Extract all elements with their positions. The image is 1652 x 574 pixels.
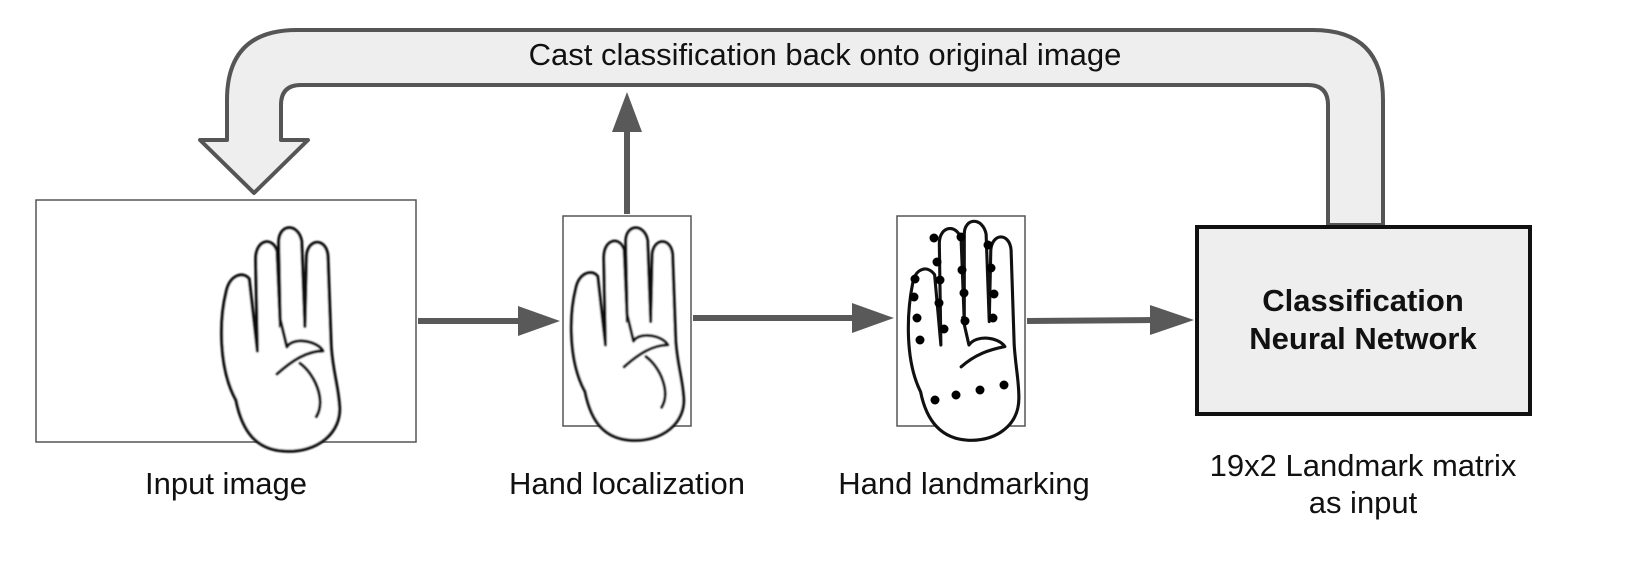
flow-arrow-1	[418, 306, 560, 336]
flow-arrow-3	[1026, 305, 1194, 335]
network-caption-line1: 19x2 Landmark matrix	[1210, 448, 1517, 483]
classification-network-box	[1195, 225, 1532, 416]
input-image-label: Input image	[145, 466, 307, 501]
network-title-line2: Neural Network	[1249, 321, 1477, 356]
hand-landmarking-label: Hand landmarking	[838, 466, 1090, 501]
localization-up-arrow	[612, 92, 642, 214]
feedback-arrow	[198, 28, 1385, 227]
network-title-line1: Classification	[1262, 283, 1464, 318]
hand-localization-label: Hand localization	[509, 466, 745, 501]
network-caption-line2: as input	[1309, 485, 1418, 520]
flow-arrow-2	[693, 303, 894, 333]
hand-landmark-points-icon	[906, 219, 1021, 442]
feedback-label: Cast classification back onto original i…	[529, 37, 1122, 72]
